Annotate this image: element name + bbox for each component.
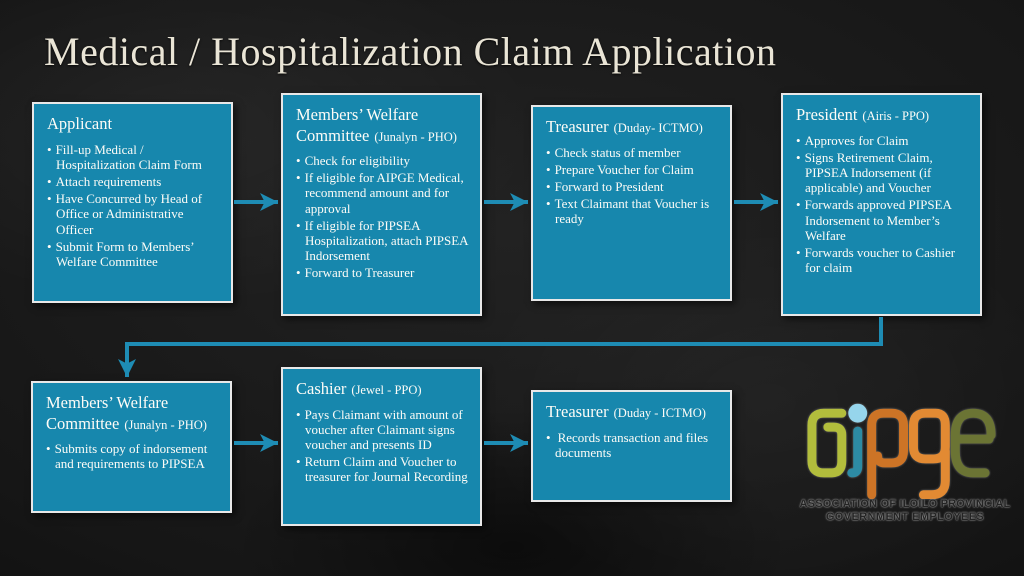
flow-box-applicant: Applicant Fill-up Medical / Hospitalizat… <box>32 102 233 303</box>
box-title: Members’ Welfare Committee(Junalyn - PHO… <box>46 393 207 433</box>
bullet-item: Approves for Claim <box>796 133 969 148</box>
logo-letter-e <box>950 408 996 478</box>
bullet-item: If eligible for AIPGE Medical, recommend… <box>296 170 469 216</box>
bullet-item: Have Concurred by Head of Office or Admi… <box>47 191 220 237</box>
bullet-item: Records transaction and files documents <box>546 430 719 460</box>
logo-letter-a <box>807 408 847 478</box>
bullet-item: Prepare Voucher for Claim <box>546 162 719 177</box>
logo-i-dot <box>848 403 868 423</box>
bullet-list: Pays Claimant with amount of voucher aft… <box>296 407 469 485</box>
box-title: Cashier(Jewel - PPO) <box>296 379 422 398</box>
box-title: Treasurer(Duday - ICTMO) <box>546 402 706 421</box>
bullet-item: If eligible for PIPSEA Hospitalization, … <box>296 218 469 264</box>
logo-caption-line1: ASSOCIATION OF ILOILO PROVINCIAL <box>799 498 1011 510</box>
logo-letter-p <box>867 408 908 499</box>
bullet-item: Return Claim and Voucher to treasurer fo… <box>296 454 469 484</box>
flow-box-members-welfare-committee-2: Members’ Welfare Committee(Junalyn - PHO… <box>31 381 232 513</box>
bullet-item: Forwards voucher to Cashier for claim <box>796 245 969 275</box>
box-title: President(Airis - PPO) <box>796 105 930 124</box>
bullet-item: Signs Retirement Claim, PIPSEA Indorseme… <box>796 150 969 196</box>
logo-caption-line2: GOVERNMENT EMPLOYEES <box>825 510 985 523</box>
bullet-item: Fill-up Medical / Hospitalization Claim … <box>47 142 220 172</box>
bullet-item: Forward to President <box>546 179 719 194</box>
box-title: Treasurer(Duday- ICTMO) <box>546 117 703 136</box>
aipge-logo-letters <box>807 403 996 499</box>
flow-box-cashier: Cashier(Jewel - PPO) Pays Claimant with … <box>281 367 482 526</box>
bullet-list: Submits copy of indorsement and requirem… <box>46 441 219 471</box>
bullet-item: Text Claimant that Voucher is ready <box>546 196 719 226</box>
bullet-item: Forward to Treasurer <box>296 265 469 280</box>
box-title: Applicant <box>47 114 113 133</box>
bullet-list: Check for eligibility If eligible for AIP… <box>296 153 469 281</box>
bullet-item: Submit Form to Members’ Welfare Committe… <box>47 239 220 269</box>
aipge-logo-caption: ASSOCIATION OF ILOILO PROVINCIAL GOVERNM… <box>792 498 1018 524</box>
bullet-item: Check status of member <box>546 145 719 160</box>
aipge-logo <box>800 399 1014 499</box>
page-title: Medical / Hospitalization Claim Applicat… <box>44 29 777 74</box>
arrow-president-to-committee <box>118 317 883 377</box>
bullet-item: Forwards approved PIPSEA Indorsement to … <box>796 197 969 243</box>
logo-letter-g <box>908 408 950 499</box>
bullet-item: Attach requirements <box>47 174 220 189</box>
bullet-list: Approves for ClaimSigns Retirement Claim… <box>796 133 969 276</box>
bullet-item: Check for eligibility <box>296 153 469 168</box>
bullet-list: Fill-up Medical / Hospitalization Claim … <box>47 142 220 270</box>
flow-box-president: President(Airis - PPO) Approves for Clai… <box>781 93 982 316</box>
bullet-item: Pays Claimant with amount of voucher aft… <box>296 407 469 453</box>
box-title: Members’ Welfare Committee(Junalyn - PHO… <box>296 105 457 145</box>
flow-box-treasurer-1: Treasurer(Duday- ICTMO) Check status of … <box>531 105 732 301</box>
bullet-item: Submits copy of indorsement and requirem… <box>46 441 219 471</box>
bullet-list: Check status of memberPrepare Voucher fo… <box>546 145 719 227</box>
flow-box-members-welfare-committee-1: Members’ Welfare Committee(Junalyn - PHO… <box>281 93 482 316</box>
logo-letter-i <box>847 426 863 478</box>
flow-box-treasurer-2: Treasurer(Duday - ICTMO) Records transac… <box>531 390 732 502</box>
bullet-list: Records transaction and files documents <box>546 430 719 460</box>
